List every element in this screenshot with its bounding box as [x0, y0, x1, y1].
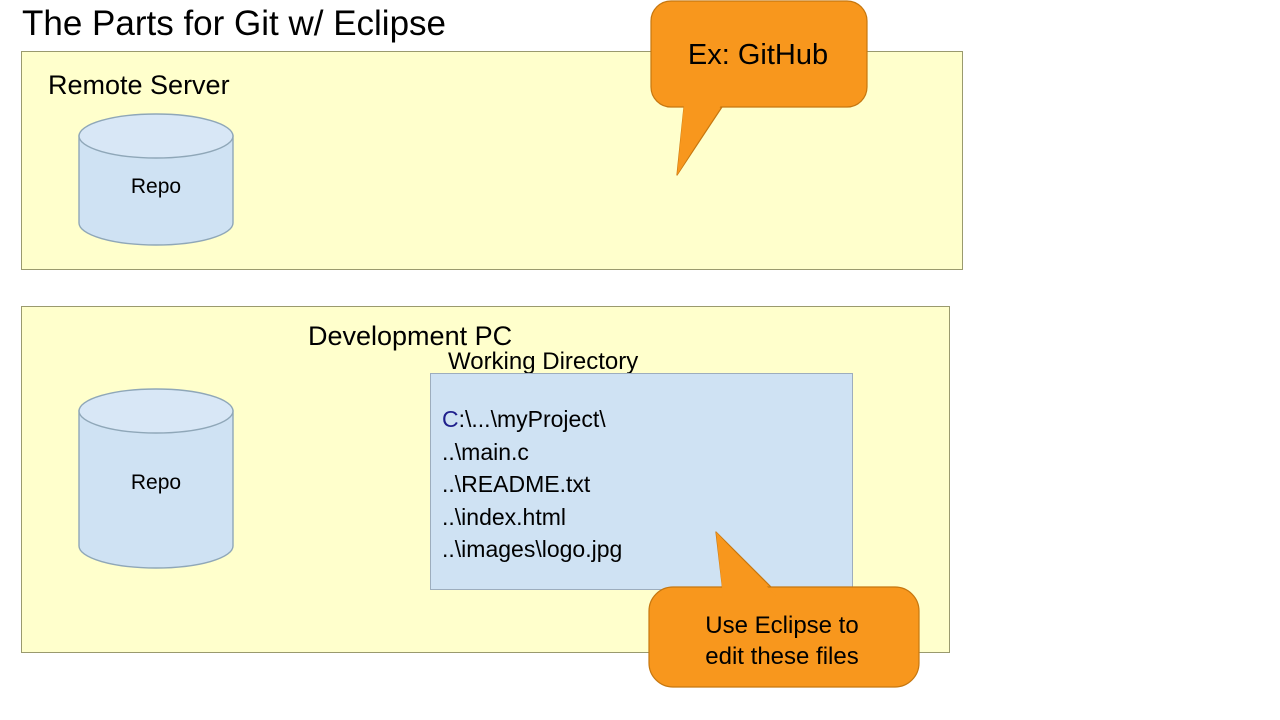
github-callout-text: Ex: GitHub: [687, 39, 829, 71]
remote-repo-cylinder: Repo: [78, 113, 234, 246]
file-list-item: ..\README.txt: [442, 471, 591, 497]
local-repo-cylinder: Repo: [78, 388, 234, 569]
speech-bubble-shape: [650, 0, 868, 176]
file-list-item: C:\...\myProject\: [442, 403, 622, 436]
remote-repo-label: Repo: [130, 175, 182, 198]
page-title: The Parts for Git w/ Eclipse: [22, 4, 447, 43]
working-directory-file-list: C:\...\myProject\ ..\main.c ..\README.tx…: [442, 403, 622, 566]
file-list-item: ..\images\logo.jpg: [442, 536, 623, 562]
eclipse-callout-line-2: edit these files: [705, 643, 859, 670]
eclipse-callout-text: Use Eclipse to edit these files: [648, 610, 916, 672]
local-repo-label: Repo: [130, 471, 182, 494]
working-directory-label: Working Directory: [448, 348, 639, 375]
file-path: :\...\myProject\: [458, 406, 606, 432]
eclipse-callout-line-1: Use Eclipse to: [705, 612, 859, 639]
file-list-item: ..\main.c: [442, 438, 529, 465]
database-cylinder-icon: [78, 388, 234, 569]
database-cylinder-icon: [78, 113, 234, 246]
github-callout: Ex: GitHub: [650, 0, 878, 180]
working-directory-box: [430, 373, 853, 590]
eclipse-callout: Use Eclipse to edit these files: [648, 530, 920, 688]
speech-bubble-shape: [648, 531, 920, 688]
drive-letter: C: [442, 406, 459, 432]
file-list-item: ..\index.html: [442, 503, 566, 530]
remote-server-label: Remote Server: [48, 70, 230, 100]
development-pc-label: Development PC: [308, 321, 513, 351]
